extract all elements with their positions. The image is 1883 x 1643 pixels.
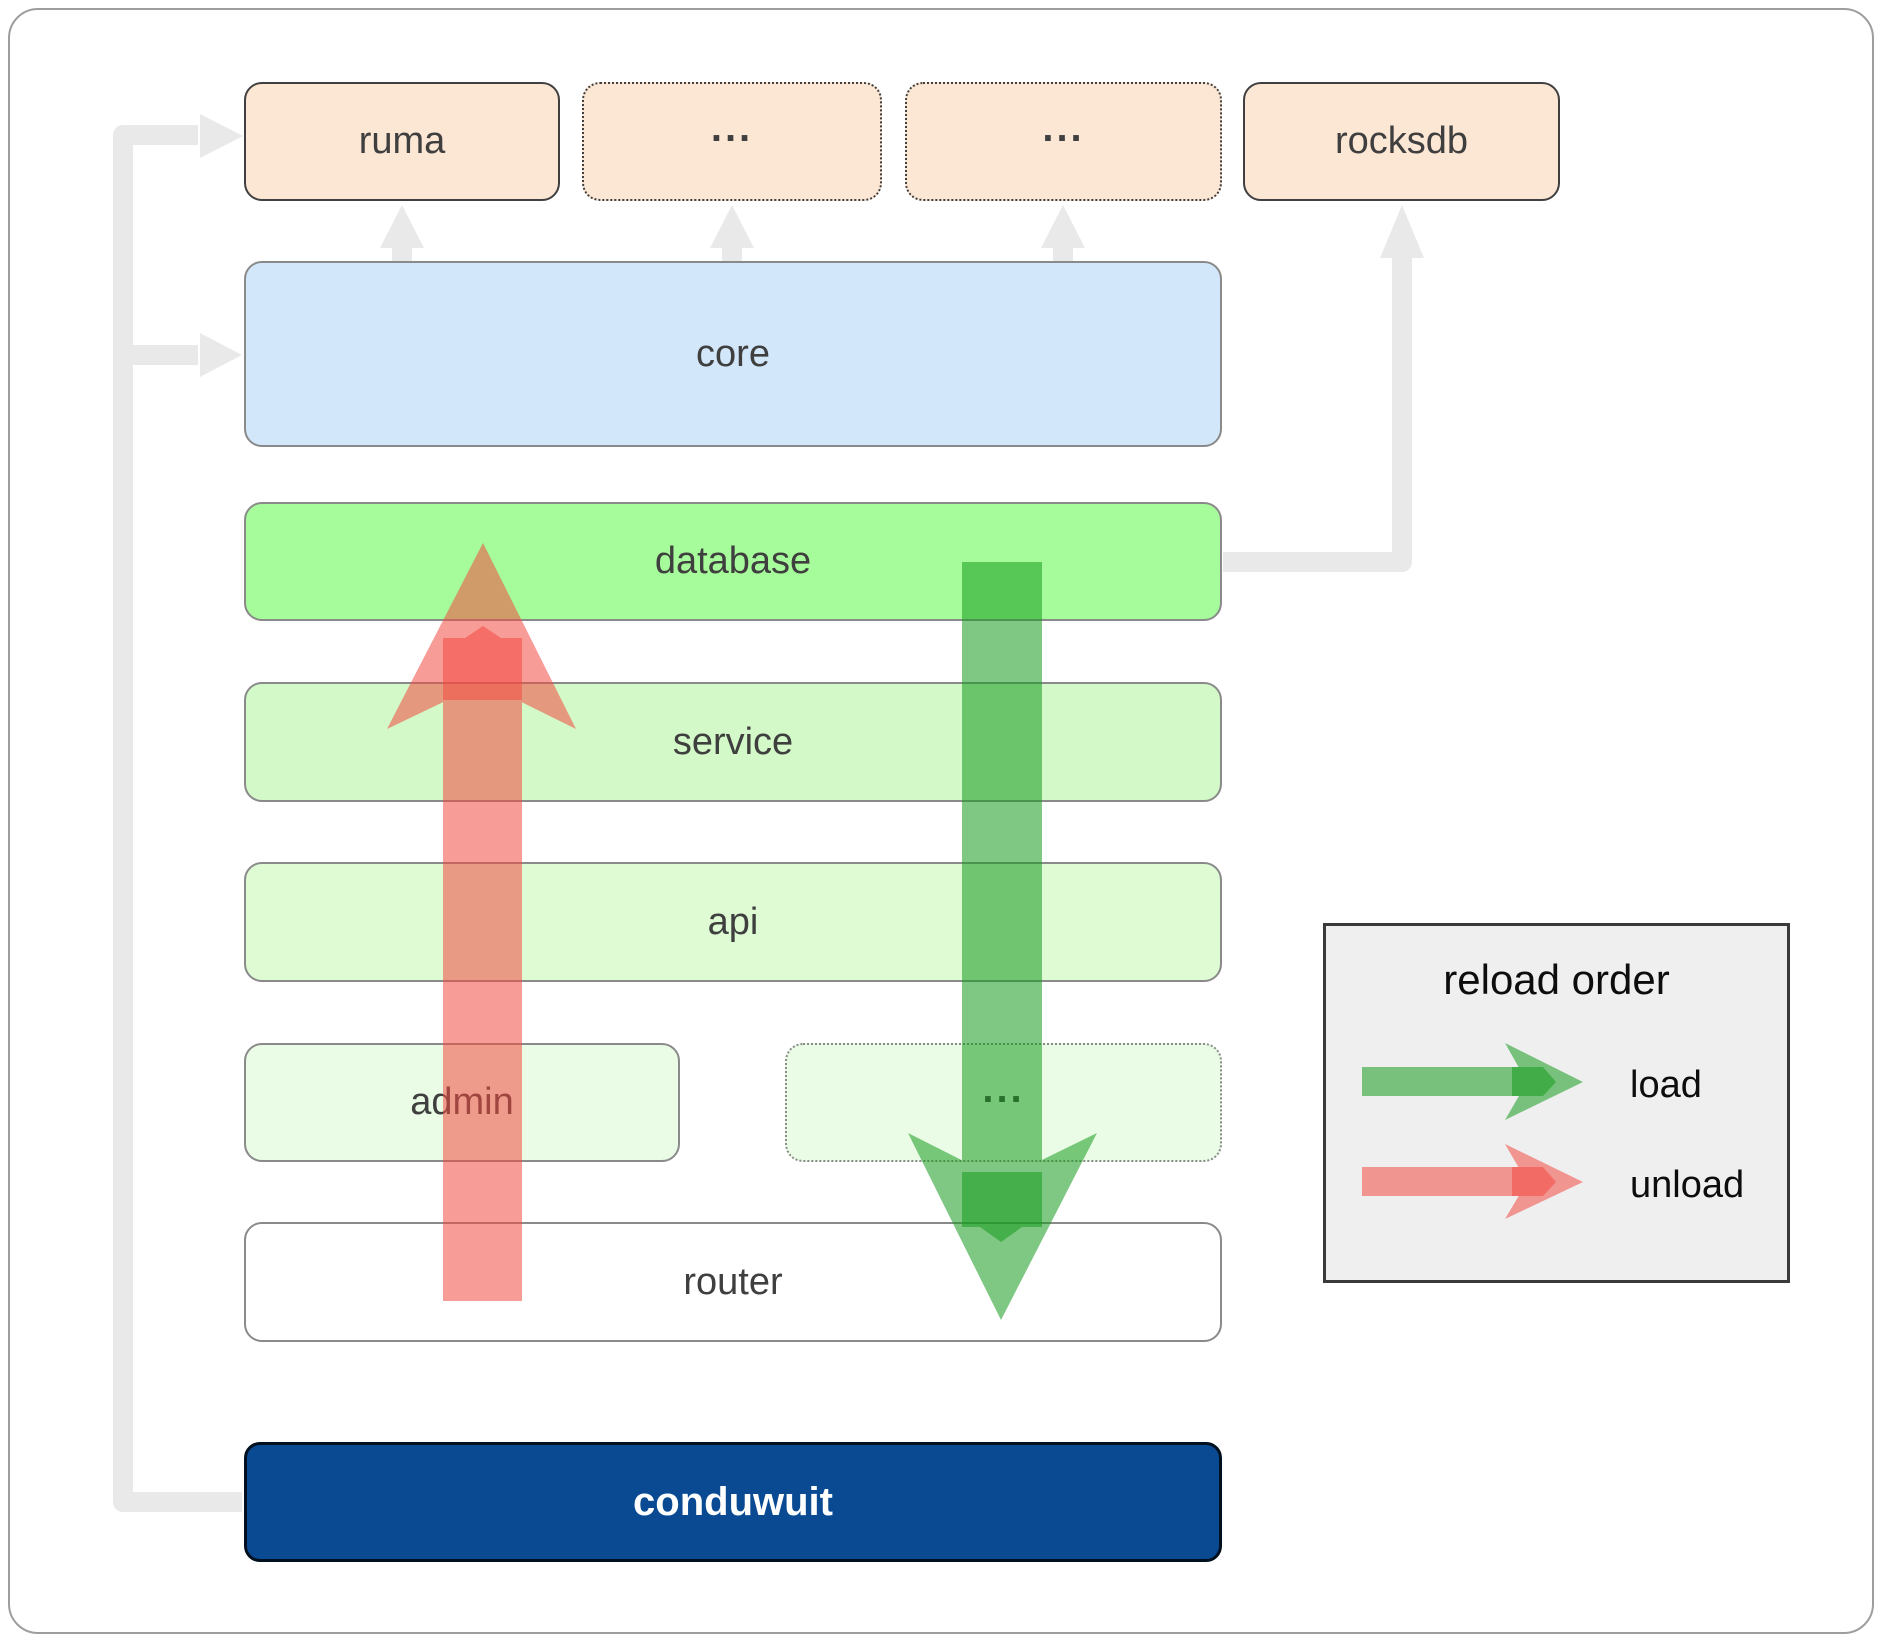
node-ruma: ruma	[244, 82, 560, 201]
node-other-dependency-2: ...	[905, 82, 1222, 201]
node-service-label: service	[672, 720, 794, 763]
core-to-ruma-arrow	[380, 205, 424, 262]
node-conduwuit-label: conduwuit	[633, 1479, 833, 1524]
node-database: database	[244, 502, 1222, 621]
node-other-dependency-1: ...	[582, 82, 882, 201]
node-router: router	[244, 1222, 1222, 1342]
node-ruma-label: ruma	[358, 120, 446, 162]
legend-load-label: load	[1630, 1064, 1702, 1106]
node-other-dependency-2-label: ...	[1042, 106, 1085, 151]
node-core-label: core	[696, 332, 770, 375]
connector-group	[113, 114, 1424, 1512]
arrowhead-into-ruma	[200, 114, 243, 158]
legend-title: reload order	[1443, 956, 1670, 1003]
conduwuit-to-top-line	[113, 125, 242, 1512]
arrowhead-into-core	[200, 333, 242, 377]
diagram-frame	[8, 8, 1874, 1634]
legend-reload-order: reload order load unload	[1323, 923, 1790, 1283]
node-other-services: ...	[785, 1043, 1222, 1162]
node-api-label: api	[707, 900, 759, 943]
node-other-services-label: ...	[982, 1067, 1025, 1112]
legend-unload-label: unload	[1630, 1164, 1745, 1206]
node-admin-label: admin	[410, 1081, 514, 1123]
node-core: core	[244, 261, 1222, 447]
node-api: api	[244, 862, 1222, 982]
node-admin: admin	[244, 1043, 680, 1162]
database-to-rocksdb-line	[1223, 258, 1412, 572]
core-to-deps1-arrow	[710, 205, 754, 262]
node-database-label: database	[654, 540, 812, 582]
node-rocksdb-label: rocksdb	[1334, 120, 1469, 162]
node-conduwuit: conduwuit	[244, 1442, 1222, 1562]
node-rocksdb: rocksdb	[1243, 82, 1560, 201]
arrowhead-into-rocksdb	[1380, 205, 1424, 258]
node-router-label: router	[683, 1260, 783, 1303]
core-to-deps2-arrow	[1041, 205, 1085, 262]
node-service: service	[244, 682, 1222, 802]
node-other-dependency-1-label: ...	[710, 106, 754, 151]
